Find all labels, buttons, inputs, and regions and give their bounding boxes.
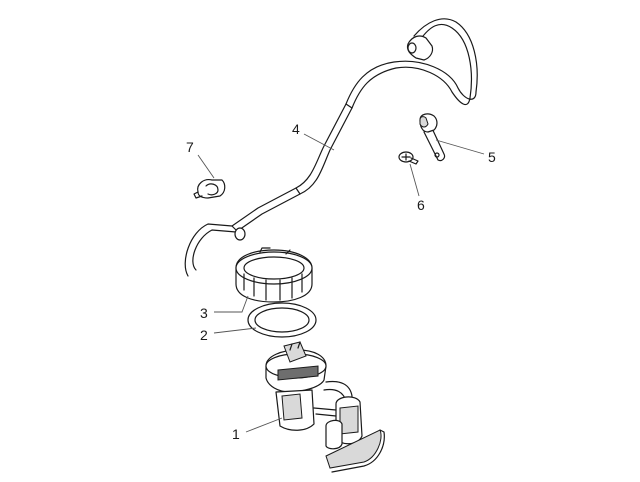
leader-line-7 [197, 154, 215, 179]
leader-line-4 [303, 133, 335, 151]
leader-line-2 [213, 327, 257, 334]
screw-part-6 [398, 151, 419, 165]
hose-clamp-part-7 [193, 179, 226, 199]
gasket-part-2 [247, 302, 317, 338]
callout-2: 2 [200, 327, 208, 343]
leader-line-5 [435, 139, 485, 155]
bracket-part-5 [419, 113, 446, 162]
callout-7: 7 [186, 139, 194, 155]
leader-line-6 [409, 163, 420, 197]
callout-1: 1 [232, 426, 240, 442]
callout-labels: 1 2 3 4 5 6 7 [186, 121, 496, 442]
callout-4: 4 [292, 121, 300, 137]
fuel-hose-part-4 [184, 18, 478, 277]
fuel-pump-part-1 [265, 341, 385, 473]
leader-line-1 [245, 417, 283, 433]
leader-line-3 [214, 295, 249, 313]
leader-lines [197, 133, 485, 433]
callout-6: 6 [417, 197, 425, 213]
callout-3: 3 [200, 305, 208, 321]
callout-5: 5 [488, 149, 496, 165]
ring-nut-part-3 [235, 247, 313, 303]
